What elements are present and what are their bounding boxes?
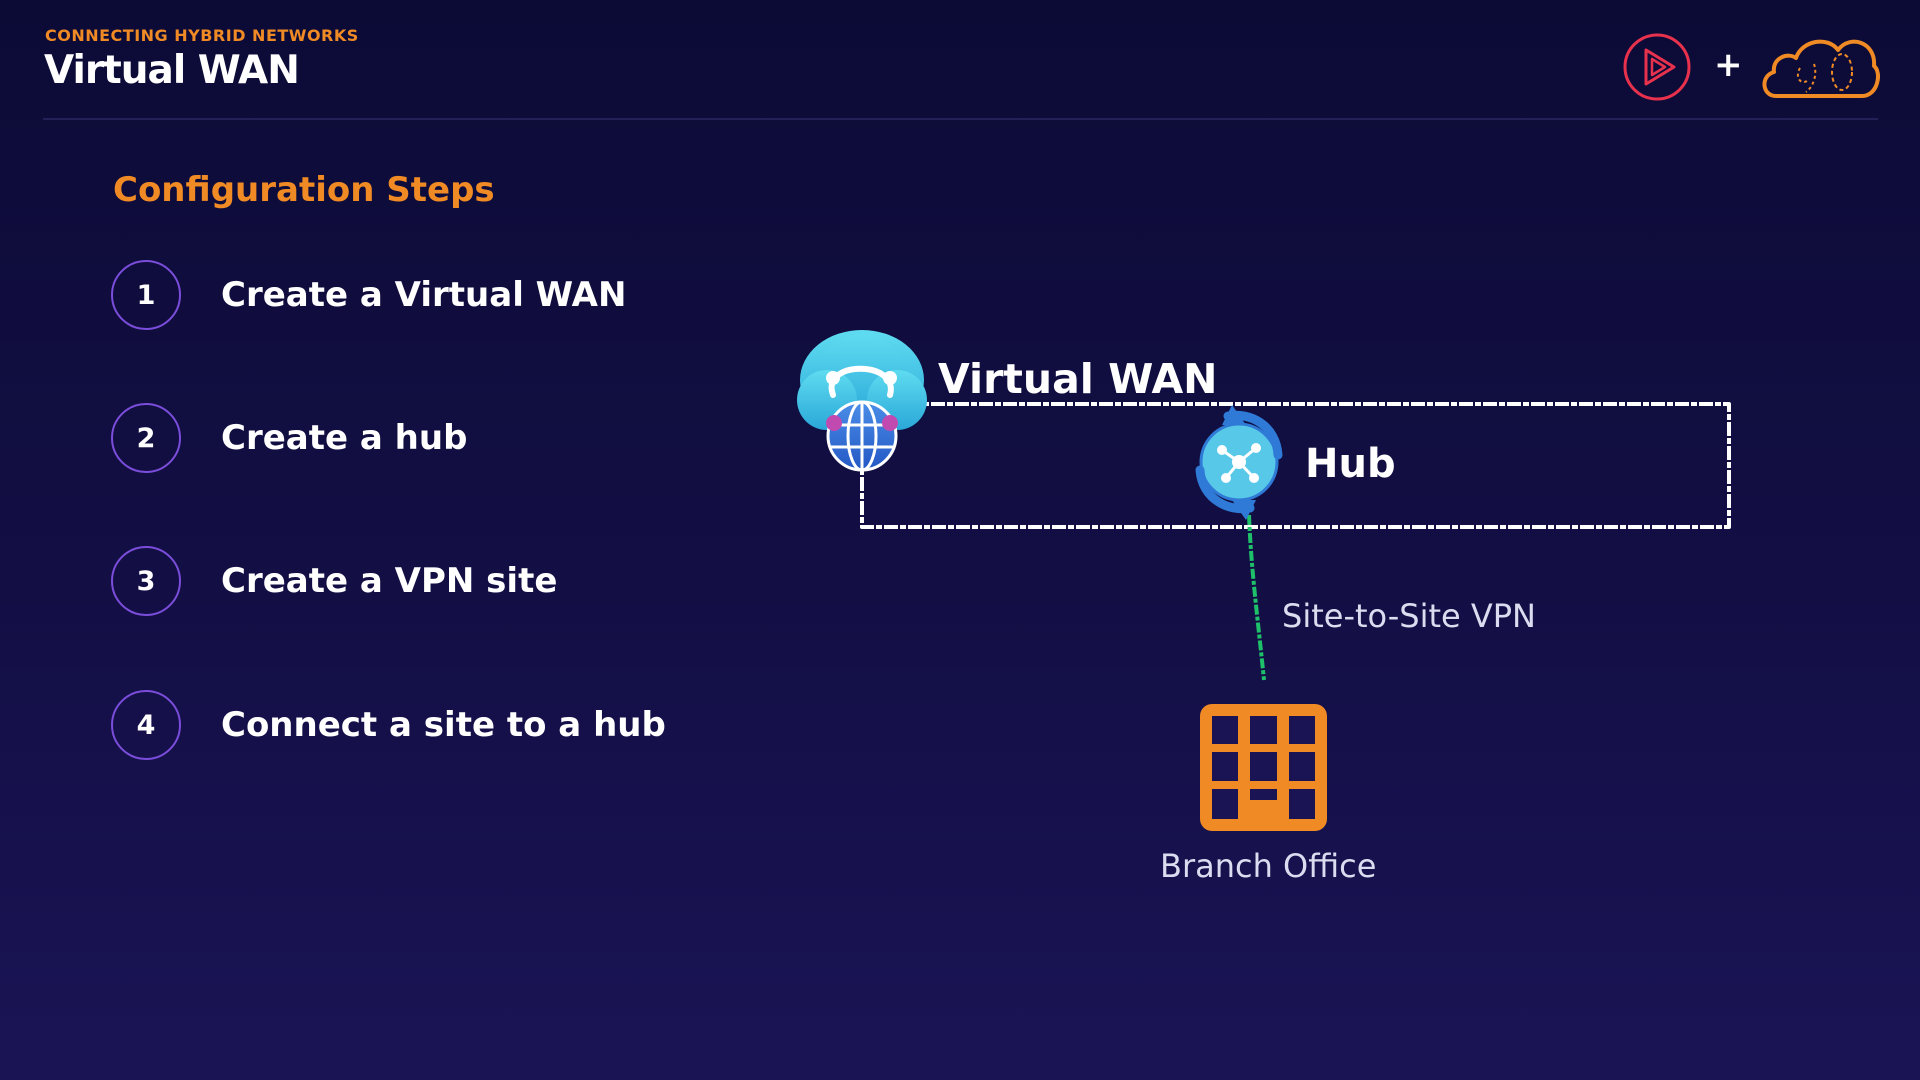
step-label: Create a hub bbox=[221, 418, 468, 458]
header-divider bbox=[43, 118, 1878, 120]
step-number-badge: 1 bbox=[111, 260, 181, 330]
cloud-guru-logo-icon bbox=[1762, 39, 1880, 98]
step-item-1: 1 Create a Virtual WAN bbox=[111, 260, 626, 330]
site-to-site-vpn-label: Site-to-Site VPN bbox=[1282, 597, 1536, 635]
virtual-wan-label: Virtual WAN bbox=[938, 355, 1218, 403]
configuration-steps-heading: Configuration Steps bbox=[113, 170, 495, 210]
branch-office-label: Branch Office bbox=[1160, 847, 1377, 885]
step-item-4: 4 Connect a site to a hub bbox=[111, 690, 666, 760]
step-label: Connect a site to a hub bbox=[221, 705, 666, 745]
step-item-3: 3 Create a VPN site bbox=[111, 546, 557, 616]
virtual-wan-boundary bbox=[860, 402, 1731, 529]
branch-office-building-icon bbox=[1200, 704, 1327, 831]
page-title: Virtual WAN bbox=[44, 48, 300, 93]
step-label: Create a VPN site bbox=[221, 561, 558, 601]
course-eyebrow: CONNECTING HYBRID NETWORKS bbox=[45, 26, 359, 45]
hub-icon bbox=[1195, 405, 1283, 520]
step-label: Create a Virtual WAN bbox=[221, 275, 627, 315]
logo-plus-sign: + bbox=[1714, 45, 1743, 85]
step-number-badge: 4 bbox=[111, 690, 181, 760]
hub-label: Hub bbox=[1305, 441, 1396, 487]
vpn-connection-line bbox=[1247, 514, 1266, 681]
pluralsight-play-logo-icon bbox=[1623, 33, 1691, 101]
virtual-wan-cloud-icon bbox=[797, 330, 927, 472]
step-number-badge: 3 bbox=[111, 546, 181, 616]
step-number-badge: 2 bbox=[111, 403, 181, 473]
step-item-2: 2 Create a hub bbox=[111, 403, 467, 473]
